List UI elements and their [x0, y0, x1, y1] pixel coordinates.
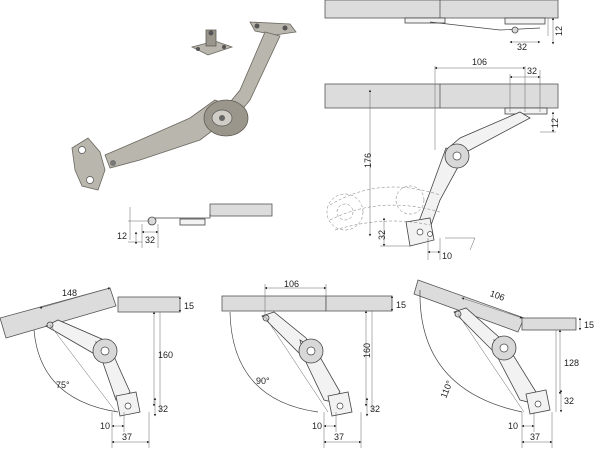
angle-label: 75° [56, 380, 70, 390]
view-110-degree: 110° 106 15 128 32 10 37 [413, 279, 594, 448]
dim-15: 15 [396, 300, 406, 310]
dim-32: 32 [564, 396, 574, 406]
dim-37: 37 [530, 432, 540, 442]
dim-37: 37 [334, 432, 344, 442]
dim-32: 32 [158, 404, 168, 414]
dim-176: 176 [363, 153, 373, 168]
dim-148: 148 [62, 288, 77, 298]
dim-160: 160 [362, 343, 372, 358]
dim-12: 12 [554, 26, 564, 36]
dim-128: 128 [564, 358, 579, 368]
dim-12: 12 [117, 231, 127, 241]
angle-label: 110° [439, 379, 455, 400]
dim-106: 106 [284, 279, 299, 289]
dim-37: 37 [122, 432, 132, 442]
product-illustration [71, 21, 297, 191]
top-right-view: 32 12 [324, 0, 564, 52]
dim-32: 32 [370, 404, 380, 414]
mounting-bracket-part [190, 29, 234, 56]
top-mounting-plate [249, 21, 297, 36]
dim-32: 32 [517, 42, 527, 52]
main-side-view: 106 32 12 176 32 10 [324, 57, 560, 261]
dim-32: 32 [145, 235, 155, 245]
dim-12: 12 [550, 118, 560, 128]
detail-small-view: 12 32 [117, 203, 273, 248]
dim-15: 15 [584, 320, 594, 330]
dim-10: 10 [100, 421, 110, 431]
view-75-degree: 75° 148 15 160 32 10 37 [0, 287, 194, 448]
dim-10: 10 [312, 421, 322, 431]
dim-106: 106 [489, 288, 507, 303]
dim-15: 15 [184, 301, 194, 311]
dim-106: 106 [472, 57, 487, 67]
dim-10: 10 [508, 421, 518, 431]
dim-10: 10 [442, 251, 452, 261]
view-90-degree: 90° 106 15 160 32 10 37 [221, 279, 406, 448]
dim-32b: 32 [377, 230, 387, 240]
dim-32: 32 [527, 66, 537, 76]
dim-160: 160 [158, 350, 173, 360]
angle-label: 90° [256, 376, 270, 386]
